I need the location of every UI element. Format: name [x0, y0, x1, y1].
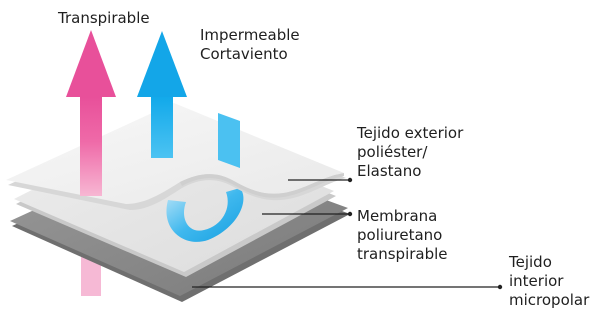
label-transpirable-text: Transpirable	[58, 9, 150, 27]
label-outer-fabric-line-3: Elastano	[357, 162, 422, 180]
leader-dots	[347, 177, 503, 290]
label-membrane-line-1: Membrana	[357, 207, 438, 225]
label-impermeable-line-1: Impermeable	[200, 26, 300, 44]
label-transpirable: Transpirable	[58, 9, 150, 28]
impermeable-arrow	[137, 31, 187, 158]
label-outer-fabric-line-2: poliéster/	[357, 143, 428, 161]
label-impermeable-line-2: Cortaviento	[200, 45, 288, 63]
label-inner-fabric-line-2: interior	[509, 272, 564, 290]
label-outer-fabric: Tejido exterior poliéster/ Elastano	[357, 124, 463, 181]
wind-deflection-ribbon	[218, 113, 240, 168]
label-outer-fabric-line-1: Tejido exterior	[357, 124, 464, 142]
label-membrane-line-3: transpirable	[357, 245, 448, 263]
label-inner-fabric-line-1: Tejido	[509, 253, 552, 271]
label-inner-fabric: Tejido interior micropolar	[509, 253, 589, 310]
label-membrane: Membrana poliuretano transpirable	[357, 207, 448, 264]
water-swirl	[166, 188, 244, 242]
leader-lines	[192, 179, 500, 288]
label-membrane-line-2: poliuretano	[357, 226, 443, 244]
transpirable-arrow	[66, 30, 116, 196]
label-impermeable: Impermeable Cortaviento	[200, 26, 300, 64]
label-inner-fabric-line-3: micropolar	[509, 291, 590, 309]
